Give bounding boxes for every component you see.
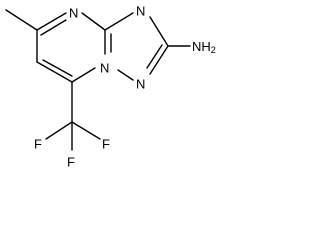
bonds	[5, 9, 191, 151]
bond-cf3-f-right	[71, 121, 101, 140]
bond-n3-c2	[149, 16, 169, 47]
bond-c3a-n3	[104, 12, 134, 31]
atom-f-right: F	[102, 137, 110, 152]
bond-c6-c7-double	[42, 59, 73, 77]
bond-n4-c3a	[81, 12, 106, 31]
amine-nh-text: NH	[192, 39, 211, 54]
atom-labels: N N N N NH2 F F F	[34, 4, 216, 170]
atom-f-bottom: F	[67, 155, 75, 170]
bond-c6-c7	[36, 61, 73, 83]
bond-c5-n4-double	[40, 19, 67, 36]
atom-n-right-top: N	[136, 4, 145, 19]
bond-cf3-f-left	[45, 121, 73, 140]
atom-amine: NH2	[192, 39, 216, 56]
atom-n-bridge: N	[100, 61, 109, 76]
bond-c2-n2	[149, 45, 169, 75]
atom-f-left: F	[34, 137, 42, 152]
bond-n2-n1	[117, 69, 134, 81]
bond-c5-n4	[36, 12, 67, 31]
chemical-structure-diagram: N N N N NH2 F F F	[5, 4, 216, 170]
bond-methyl	[5, 9, 38, 31]
atom-n-top: N	[69, 6, 78, 21]
amine-subscript: 2	[211, 45, 216, 55]
atom-n-right-bottom: N	[136, 77, 145, 92]
bond-c7-n1	[71, 67, 96, 83]
bond-c2-n2-double	[146, 44, 163, 69]
